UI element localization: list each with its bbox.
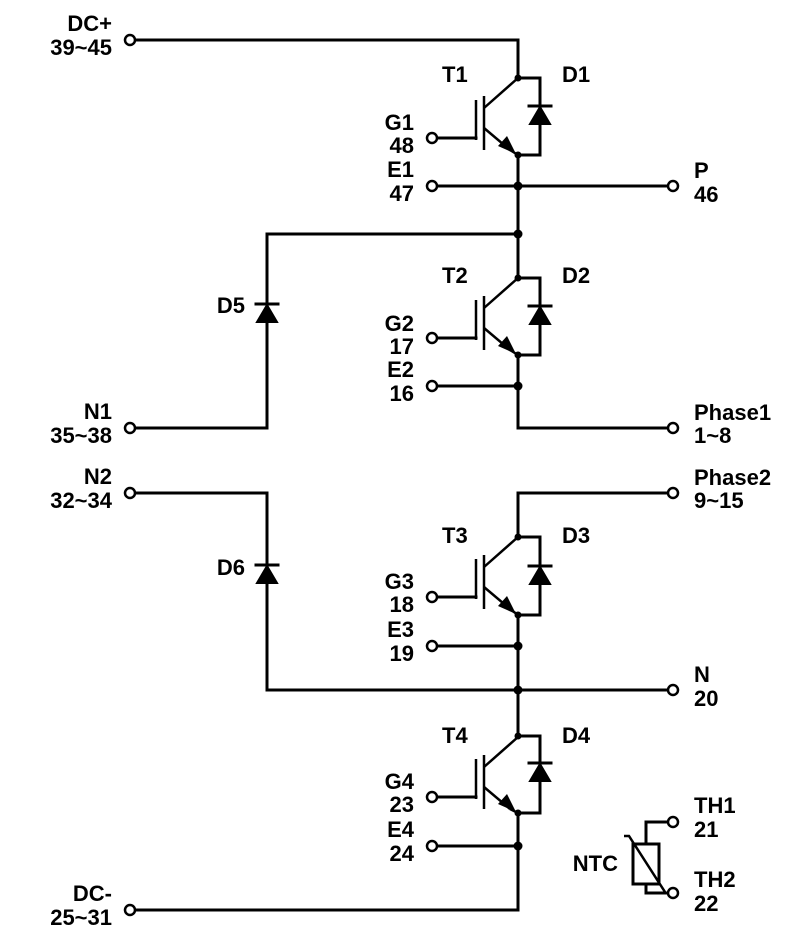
label-th1-pins: 21 bbox=[694, 817, 718, 842]
igbt-t3 bbox=[474, 536, 519, 616]
terminal-pins bbox=[123, 33, 680, 917]
label-e2-name: E2 bbox=[387, 357, 414, 382]
pin-n2 bbox=[123, 486, 137, 500]
label-phase2-name: Phase2 bbox=[694, 465, 771, 490]
label-e2-pins: 16 bbox=[390, 381, 414, 406]
ntc-thermistor bbox=[624, 820, 675, 895]
pin-g4 bbox=[425, 790, 439, 804]
label-t2: T2 bbox=[442, 263, 468, 288]
igbt-t1 bbox=[474, 77, 519, 157]
label-phase1-pins: 1~8 bbox=[694, 423, 731, 448]
label-dc-plus-name: DC+ bbox=[67, 11, 112, 36]
label-d5: D5 bbox=[217, 293, 245, 318]
label-d4: D4 bbox=[562, 723, 591, 748]
pin-n1 bbox=[123, 421, 137, 435]
diode-d1 bbox=[527, 104, 553, 125]
label-t3: T3 bbox=[442, 523, 468, 548]
label-g3-name: G3 bbox=[385, 569, 414, 594]
junctions bbox=[513, 74, 523, 851]
label-dc-minus-name: DC- bbox=[73, 881, 112, 906]
pin-e3 bbox=[425, 639, 439, 653]
pin-e2 bbox=[425, 379, 439, 393]
pin-p bbox=[666, 179, 680, 193]
label-p-pins: 46 bbox=[694, 182, 718, 207]
label-d1: D1 bbox=[562, 62, 590, 87]
diode-d4 bbox=[527, 761, 553, 782]
igbt-t2 bbox=[474, 277, 519, 357]
wiring bbox=[128, 38, 675, 912]
label-d3: D3 bbox=[562, 523, 590, 548]
label-g3-pins: 18 bbox=[390, 592, 414, 617]
pin-phase2 bbox=[666, 486, 680, 500]
diode-d5 bbox=[254, 302, 280, 323]
label-p-name: P bbox=[694, 158, 709, 183]
label-dc-plus-pins: 39~45 bbox=[50, 35, 112, 60]
diode-d6 bbox=[254, 563, 280, 584]
pin-g3 bbox=[425, 590, 439, 604]
pin-dc-minus bbox=[123, 903, 137, 917]
label-g2-name: G2 bbox=[385, 311, 414, 336]
pin-th2 bbox=[666, 886, 680, 900]
label-d6: D6 bbox=[217, 555, 245, 580]
label-phase2-pins: 9~15 bbox=[694, 488, 744, 513]
igbt-t4 bbox=[474, 736, 519, 815]
label-n2-name: N2 bbox=[84, 464, 112, 489]
pin-g2 bbox=[425, 331, 439, 345]
pin-dc-plus bbox=[123, 33, 137, 47]
label-e1-name: E1 bbox=[387, 157, 414, 182]
label-g2-pins: 17 bbox=[390, 334, 414, 359]
label-n1-pins: 35~38 bbox=[50, 423, 112, 448]
labels: DC+ 39~45 N1 35~38 N2 32~34 DC- 25~31 G1… bbox=[50, 11, 771, 930]
label-th1-name: TH1 bbox=[694, 793, 736, 818]
label-e4-name: E4 bbox=[387, 817, 415, 842]
label-th2-pins: 22 bbox=[694, 891, 718, 916]
pin-e1 bbox=[425, 179, 439, 193]
label-g1-name: G1 bbox=[385, 110, 414, 135]
label-g4-pins: 23 bbox=[390, 792, 414, 817]
label-dc-minus-pins: 25~31 bbox=[50, 905, 112, 930]
label-n-name: N bbox=[694, 662, 710, 687]
pin-e4 bbox=[425, 839, 439, 853]
pin-g1 bbox=[425, 131, 439, 145]
diode-d2 bbox=[527, 304, 553, 325]
label-ntc: NTC bbox=[573, 851, 618, 876]
diode-d3 bbox=[527, 564, 553, 585]
label-n-pins: 20 bbox=[694, 686, 718, 711]
label-n2-pins: 32~34 bbox=[50, 488, 113, 513]
label-t1: T1 bbox=[442, 62, 468, 87]
label-g1-pins: 48 bbox=[390, 133, 414, 158]
label-e3-name: E3 bbox=[387, 617, 414, 642]
label-n1-name: N1 bbox=[84, 399, 112, 424]
pin-n bbox=[666, 683, 680, 697]
pin-th1 bbox=[666, 815, 680, 829]
label-d2: D2 bbox=[562, 263, 590, 288]
label-e4-pins: 24 bbox=[390, 841, 415, 866]
label-phase1-name: Phase1 bbox=[694, 400, 771, 425]
label-t4: T4 bbox=[442, 723, 468, 748]
label-e3-pins: 19 bbox=[390, 641, 414, 666]
label-e1-pins: 47 bbox=[390, 181, 414, 206]
label-g4-name: G4 bbox=[385, 769, 415, 794]
pin-phase1 bbox=[666, 421, 680, 435]
label-th2-name: TH2 bbox=[694, 867, 736, 892]
